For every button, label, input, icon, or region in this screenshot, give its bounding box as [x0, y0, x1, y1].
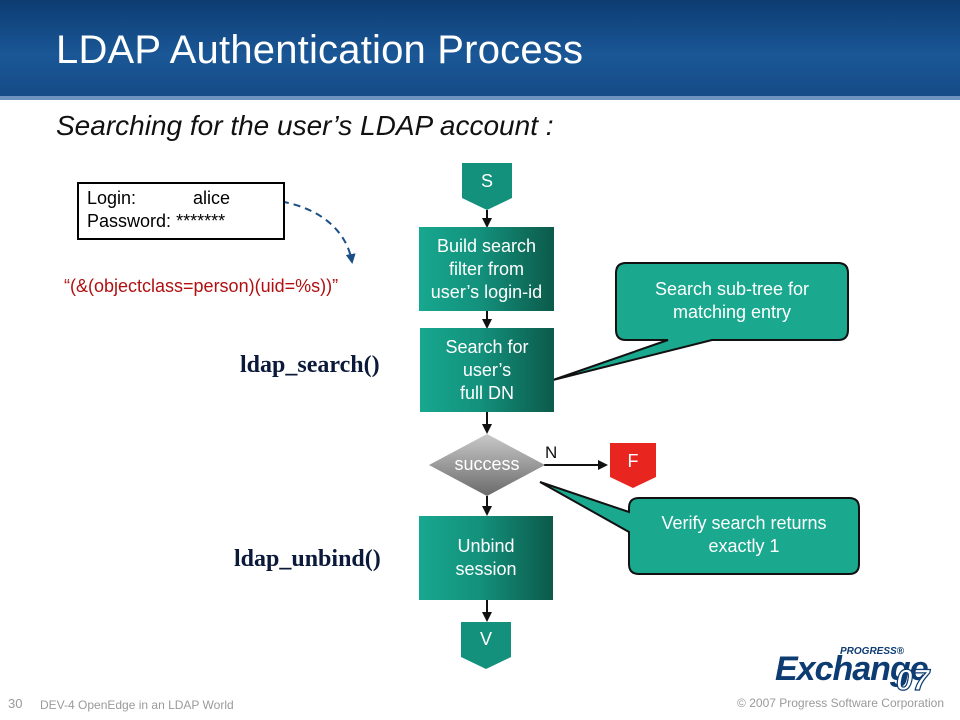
- start-terminal: S: [480, 171, 493, 191]
- login-row: Login: alice: [87, 188, 230, 209]
- title-bar-underline: [0, 96, 960, 100]
- progress-logo-word: PROGRESS®: [840, 646, 905, 657]
- build-filter-line: Build search: [436, 235, 537, 256]
- password-value: *******: [176, 211, 226, 231]
- slide-title: LDAP Authentication Process: [56, 28, 584, 72]
- subtree-callout: Search sub-tree for matching entry: [616, 278, 848, 324]
- subtree-callout-line: Search sub-tree for: [654, 279, 810, 299]
- ldap-search-function: ldap_search(): [240, 352, 380, 378]
- footer-copyright: © 2007 Progress Software Corporation: [737, 696, 944, 710]
- title-bar: [0, 0, 960, 100]
- verify-callout-line: exactly 1: [708, 536, 780, 556]
- decision-label: success: [454, 454, 520, 474]
- login-value: alice: [193, 188, 231, 208]
- password-row: Password: *******: [87, 211, 225, 232]
- fail-terminal: F: [627, 451, 639, 471]
- fail-terminal-shape: [610, 443, 656, 488]
- unbind-step: Unbind session: [419, 516, 553, 600]
- unbind-line: Unbind: [457, 536, 515, 556]
- subtree-callout-shape: [552, 262, 849, 381]
- unbind-line: session: [455, 559, 517, 579]
- no-branch-label: N: [545, 443, 558, 462]
- build-filter-line: user’s login-id: [430, 281, 543, 302]
- end-terminal-shape: [461, 622, 511, 669]
- build-filter-line: filter from: [448, 258, 524, 279]
- login-credentials-box: Login: alice Password: *******: [77, 182, 285, 240]
- exchange-logo-year: 07: [895, 663, 930, 697]
- footer-session: DEV-4 OpenEdge in an LDAP World: [40, 698, 234, 712]
- ldap-unbind-function: ldap_unbind(): [234, 546, 381, 572]
- search-dn-step: Search for user’s full DN: [420, 328, 554, 412]
- start-terminal-shape: [462, 163, 512, 210]
- verify-callout-line: Verify search returns: [661, 513, 827, 533]
- verify-callout-shape: [539, 481, 860, 575]
- ldap-filter-string: “(&(objectclass=person)(uid=%s))”: [64, 276, 339, 296]
- search-dn-line: user’s: [462, 359, 512, 380]
- end-terminal: V: [479, 629, 492, 649]
- verify-callout: Verify search returns exactly 1: [629, 512, 859, 558]
- exchange-logo-word: Exchange: [775, 650, 929, 688]
- slide-number: 30: [8, 696, 23, 711]
- subtree-callout-line: matching entry: [672, 302, 792, 322]
- login-label: Login:: [87, 188, 137, 208]
- build-filter-step: Build search filter from user’s login-id: [419, 227, 554, 311]
- password-label: Password:: [87, 211, 172, 231]
- search-dn-line: Search for: [445, 336, 529, 357]
- slide-subtitle: Searching for the user’s LDAP account :: [56, 110, 554, 141]
- search-dn-line: full DN: [459, 382, 514, 403]
- success-decision-shape: [429, 434, 545, 496]
